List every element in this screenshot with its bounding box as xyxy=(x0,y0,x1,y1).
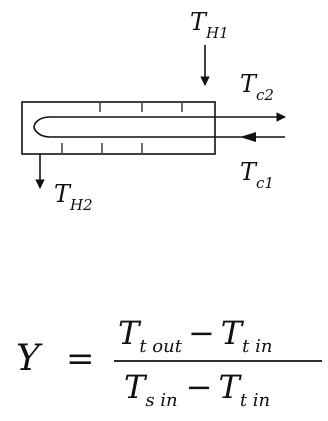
label-hot-in: TH1 xyxy=(190,8,229,42)
label-hot-out: TH2 xyxy=(54,180,93,214)
exchanger-shell xyxy=(21,101,216,155)
label-cold-in: Tc1 xyxy=(240,158,274,192)
equation-numerator: Tt out−Tt in xyxy=(118,314,272,357)
baffle-ticks xyxy=(61,103,183,153)
u-tube-path xyxy=(33,112,286,138)
equation-denominator: Ts in−Tt in xyxy=(124,368,270,411)
equation-lhs: Y xyxy=(16,338,43,379)
effectiveness-equation: Y = Tt out−Tt in Ts in−Tt in xyxy=(16,314,322,411)
cold-inlet-arrowhead xyxy=(240,132,256,142)
label-cold-out: Tc2 xyxy=(240,70,274,104)
equation-equals: = xyxy=(66,339,95,379)
